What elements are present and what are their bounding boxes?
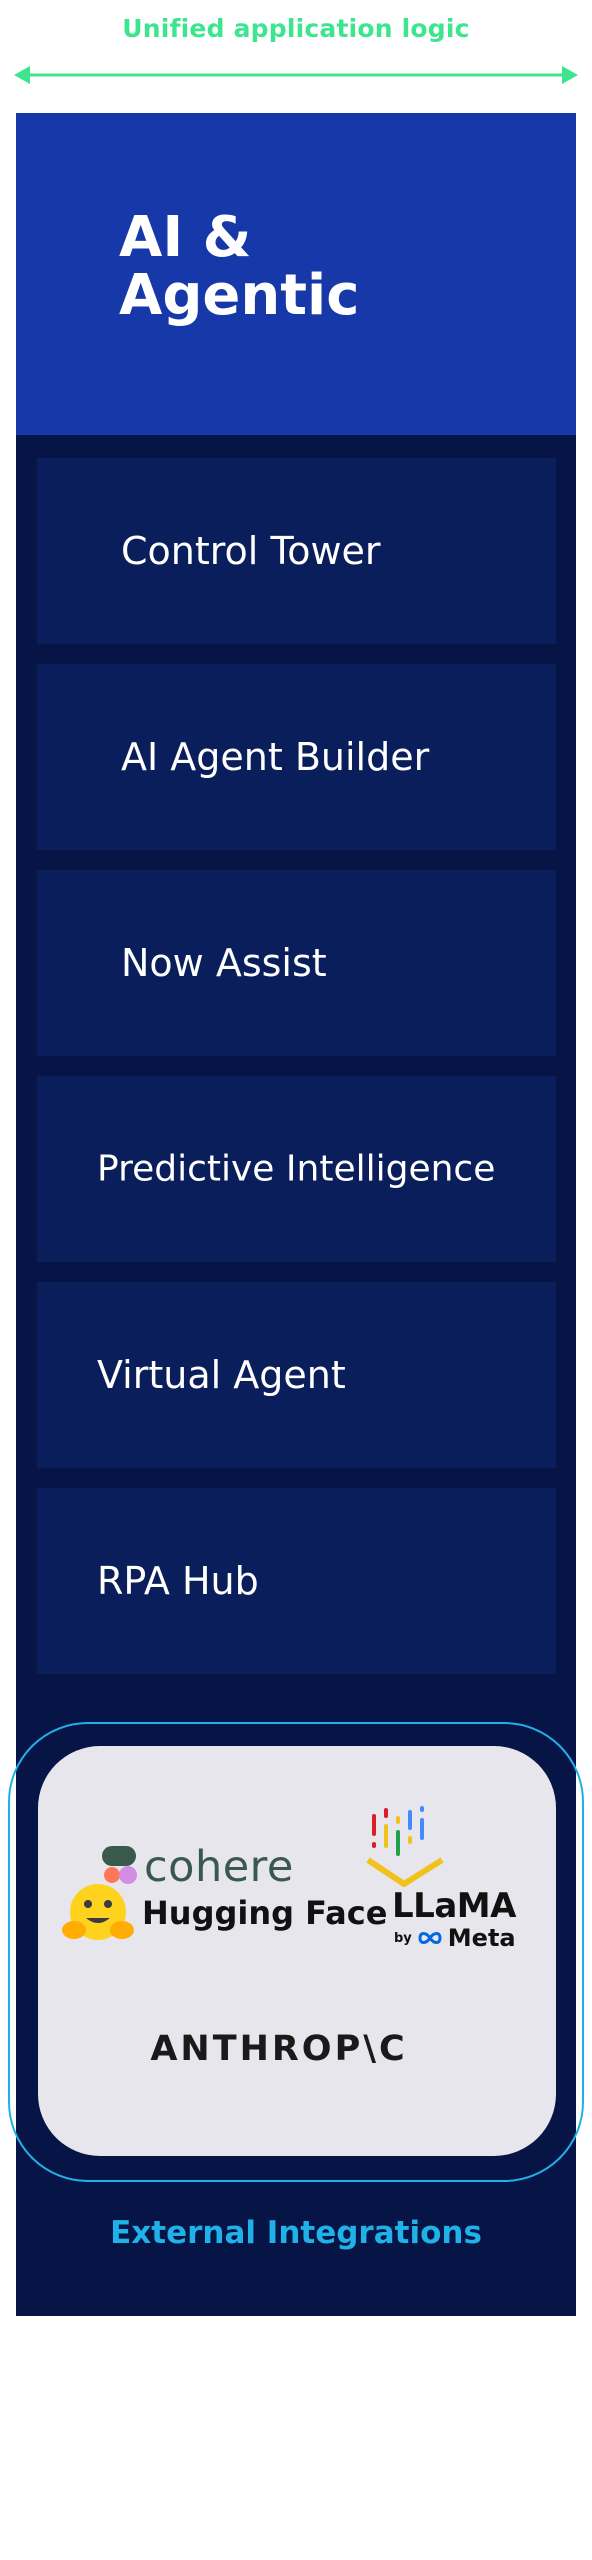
ibm-watsonx-icon xyxy=(366,1806,444,1887)
tile-label: Predictive Intelligence xyxy=(97,1148,496,1190)
external-integrations-outline xyxy=(8,1722,584,2182)
ibm-watsonx-logo xyxy=(362,1802,450,1892)
double-arrow-icon xyxy=(14,62,578,88)
external-integrations-panel: cohere xyxy=(38,1746,556,2156)
column-header: AI & Agentic xyxy=(16,113,576,435)
llama-meta-logo: LLaMA by Meta xyxy=(392,1886,522,1956)
by-meta-row: by Meta xyxy=(394,1924,516,1952)
hugging-face-logo: Hugging Face xyxy=(60,1880,387,1950)
tile-rpa-hub[interactable]: RPA Hub xyxy=(37,1488,556,1674)
tile-label: RPA Hub xyxy=(97,1559,259,1603)
tile-label: AI Agent Builder xyxy=(121,735,430,779)
tile-label: Virtual Agent xyxy=(97,1353,346,1397)
llama-by-text: by xyxy=(394,1930,412,1946)
anthropic-logo: ANTHROP\C xyxy=(20,2029,538,2079)
external-integrations-label: External Integrations xyxy=(110,2215,482,2251)
ai-agentic-column: AI & Agentic Control Tower AI Agent Buil… xyxy=(8,113,584,2316)
tile-label: Control Tower xyxy=(121,529,381,573)
llama-wordmark: LLaMA xyxy=(392,1886,516,1926)
hugging-face-emoji-icon xyxy=(62,1884,134,1940)
anthropic-wordmark: ANTHROP\C xyxy=(150,2029,408,2069)
tile-now-assist[interactable]: Now Assist xyxy=(37,870,556,1056)
cohere-wordmark: cohere xyxy=(144,1842,294,1892)
tile-ai-agent-builder[interactable]: AI Agent Builder xyxy=(37,664,556,850)
tile-label: Now Assist xyxy=(121,941,327,985)
hugging-face-wordmark: Hugging Face xyxy=(142,1894,388,1932)
tile-control-tower[interactable]: Control Tower xyxy=(37,458,556,644)
cohere-logo-icon xyxy=(102,1846,137,1884)
tile-virtual-agent[interactable]: Virtual Agent xyxy=(37,1282,556,1468)
meta-infinity-icon xyxy=(418,1932,442,1944)
cohere-logo: cohere xyxy=(98,1832,328,1902)
tile-predictive-intelligence[interactable]: Predictive Intelligence xyxy=(37,1076,556,1262)
unified-application-logic-label: Unified application logic xyxy=(122,14,470,43)
meta-wordmark: Meta xyxy=(447,1924,516,1952)
column-title: AI & Agentic xyxy=(119,205,360,328)
